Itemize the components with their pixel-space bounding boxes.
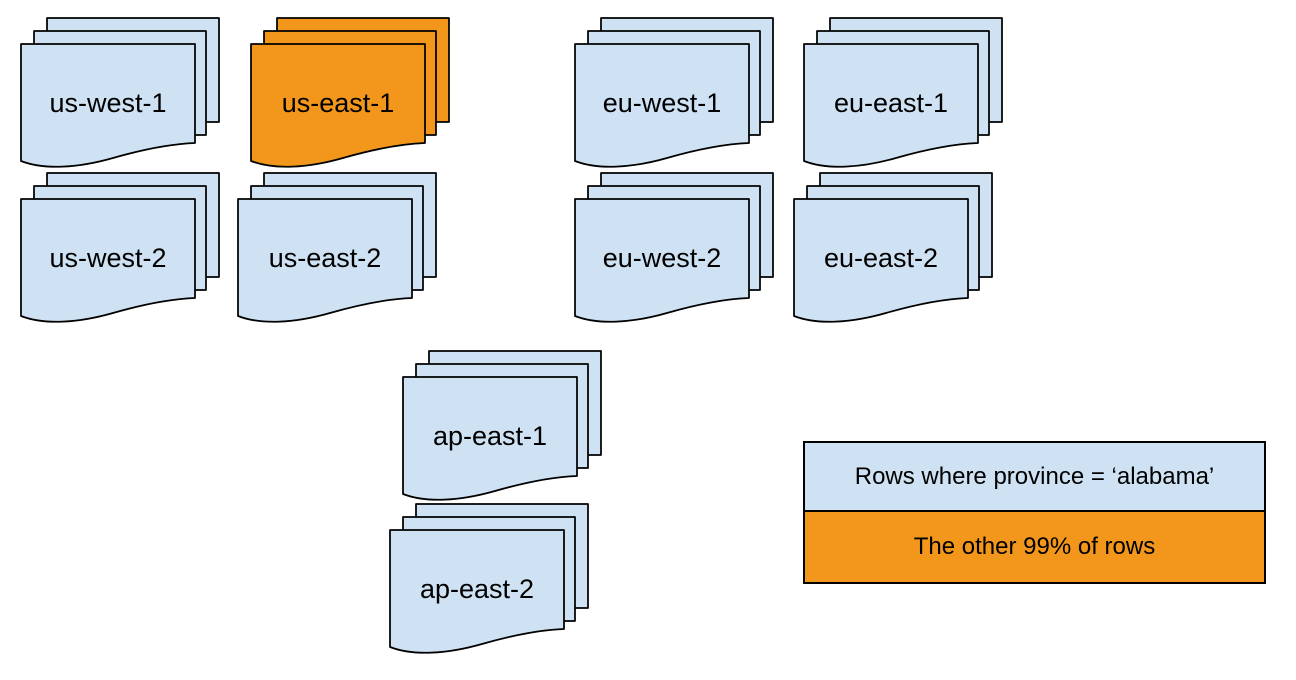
doc-stack-us-east-1: us-east-1 <box>250 17 450 171</box>
stacked-documents-icon <box>793 172 993 323</box>
legend-item-alabama-rows: Rows where province = ‘alabama’ <box>805 443 1264 513</box>
doc-stack-ap-east-2: ap-east-2 <box>389 503 589 657</box>
stacked-documents-icon <box>20 172 220 323</box>
doc-stack-us-west-1: us-west-1 <box>20 17 220 171</box>
stacked-documents-icon <box>250 17 450 168</box>
doc-stack-eu-east-1: eu-east-1 <box>803 17 1003 171</box>
stacked-documents-icon <box>402 350 602 501</box>
stacked-documents-icon <box>574 17 774 168</box>
legend: Rows where province = ‘alabama’ The othe… <box>803 441 1266 584</box>
doc-stack-ap-east-1: ap-east-1 <box>402 350 602 504</box>
stacked-documents-icon <box>20 17 220 168</box>
doc-stack-eu-west-2: eu-west-2 <box>574 172 774 326</box>
stacked-documents-icon <box>803 17 1003 168</box>
doc-stack-eu-west-1: eu-west-1 <box>574 17 774 171</box>
stacked-documents-icon <box>574 172 774 323</box>
legend-item-other-rows: The other 99% of rows <box>805 512 1264 582</box>
doc-stack-us-east-2: us-east-2 <box>237 172 437 326</box>
doc-stack-eu-east-2: eu-east-2 <box>793 172 993 326</box>
stacked-documents-icon <box>389 503 589 654</box>
doc-stack-us-west-2: us-west-2 <box>20 172 220 326</box>
stacked-documents-icon <box>237 172 437 323</box>
